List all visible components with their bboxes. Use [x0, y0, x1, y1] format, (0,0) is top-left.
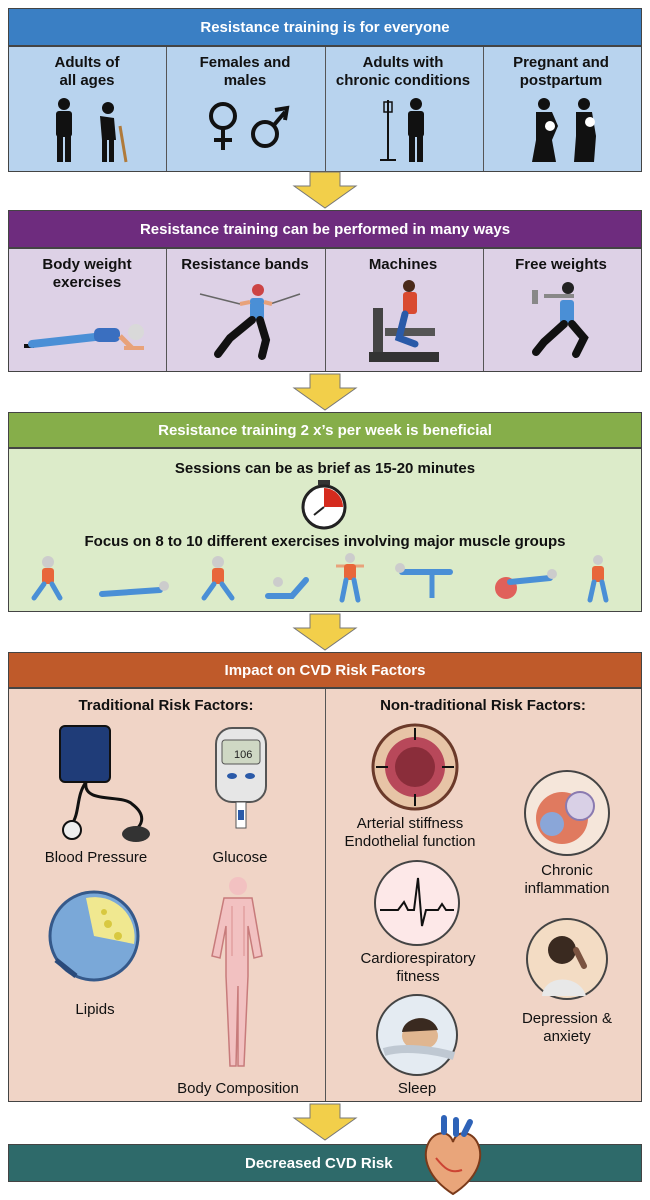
- section2-title: Resistance training can be performed in …: [139, 220, 511, 238]
- blood-pressure-label: Blood Pressure: [44, 849, 148, 866]
- pregnant-postpartum-icon: [532, 98, 596, 162]
- group-pregnant: Pregnant and postpartum: [513, 54, 609, 89]
- section4-title: Impact on CVD Risk Factors: [224, 661, 426, 679]
- nontraditional-heading: Non-traditional Risk Factors:: [380, 697, 586, 714]
- glucose-label: Glucose: [212, 849, 268, 866]
- lipids-label: Lipids: [75, 1001, 115, 1018]
- depression-person-icon: [526, 918, 608, 1000]
- lipoprotein-icon: [48, 890, 140, 982]
- body-composition-icon: [211, 877, 263, 1067]
- inflammation-label: Chronic inflammation: [524, 862, 610, 897]
- section3-title: Resistance training 2 x’s per week is be…: [158, 421, 492, 439]
- arrow-down-icon: [292, 613, 358, 651]
- glucose-reading: 106: [234, 749, 252, 761]
- section1-title: Resistance training is for everyone: [200, 18, 450, 36]
- sessions-text: Sessions can be as brief as 15-20 minute…: [174, 460, 476, 477]
- adults-all-ages-icon: [56, 98, 128, 163]
- female-male-icon: [209, 102, 290, 150]
- resistance-band-icon: [199, 284, 301, 360]
- ecg-icon: [374, 860, 460, 946]
- group-chronic: Adults with chronic conditions: [335, 54, 471, 89]
- section5-title: Decreased CVD Risk: [245, 1154, 393, 1172]
- method-bands: Resistance bands: [181, 256, 309, 273]
- sleep-person-icon: [376, 994, 458, 1076]
- arrow-down-icon: [292, 171, 358, 209]
- section4-banner: Impact on CVD Risk Factors: [8, 652, 642, 688]
- arterial-label: Arterial stiffness Endothelial function: [344, 815, 476, 850]
- cardio-label: Cardiorespiratory fitness: [360, 950, 476, 985]
- timer-clock-icon: [301, 480, 347, 530]
- section5-banner: Decreased CVD Risk: [8, 1144, 642, 1182]
- blood-pressure-cuff-icon: [59, 725, 150, 842]
- section2-banner: Resistance training can be performed in …: [8, 210, 642, 248]
- method-bodyweight: Body weight exercises: [42, 256, 132, 291]
- arrow-down-icon: [292, 1103, 358, 1141]
- exercise-figures-icon: [31, 553, 609, 603]
- plank-exercise-icon: [24, 324, 144, 350]
- weight-machine-icon: [369, 280, 439, 362]
- chronic-condition-icon: [380, 98, 424, 162]
- focus-text: Focus on 8 to 10 different exercises inv…: [84, 533, 566, 550]
- free-weights-icon: [532, 282, 589, 358]
- method-free-weights: Free weights: [515, 256, 607, 273]
- inflammation-cell-icon: [524, 770, 610, 856]
- artery-cross-section-icon: [371, 723, 459, 811]
- section3-banner: Resistance training 2 x’s per week is be…: [8, 412, 642, 448]
- heart-icon: [424, 1115, 482, 1196]
- arrow-down-icon: [292, 373, 358, 411]
- depression-label: Depression & anxiety: [521, 1010, 613, 1045]
- sleep-label: Sleep: [397, 1080, 437, 1097]
- section1-banner: Resistance training is for everyone: [8, 8, 642, 46]
- glucose-meter-icon: 106: [215, 727, 267, 829]
- method-machines: Machines: [368, 256, 438, 273]
- traditional-heading: Traditional Risk Factors:: [78, 697, 254, 714]
- group-adults: Adults of all ages: [54, 54, 120, 89]
- body-composition-label: Body Composition: [177, 1080, 299, 1097]
- section3-panel: [8, 448, 642, 612]
- group-females-males: Females and males: [199, 54, 291, 89]
